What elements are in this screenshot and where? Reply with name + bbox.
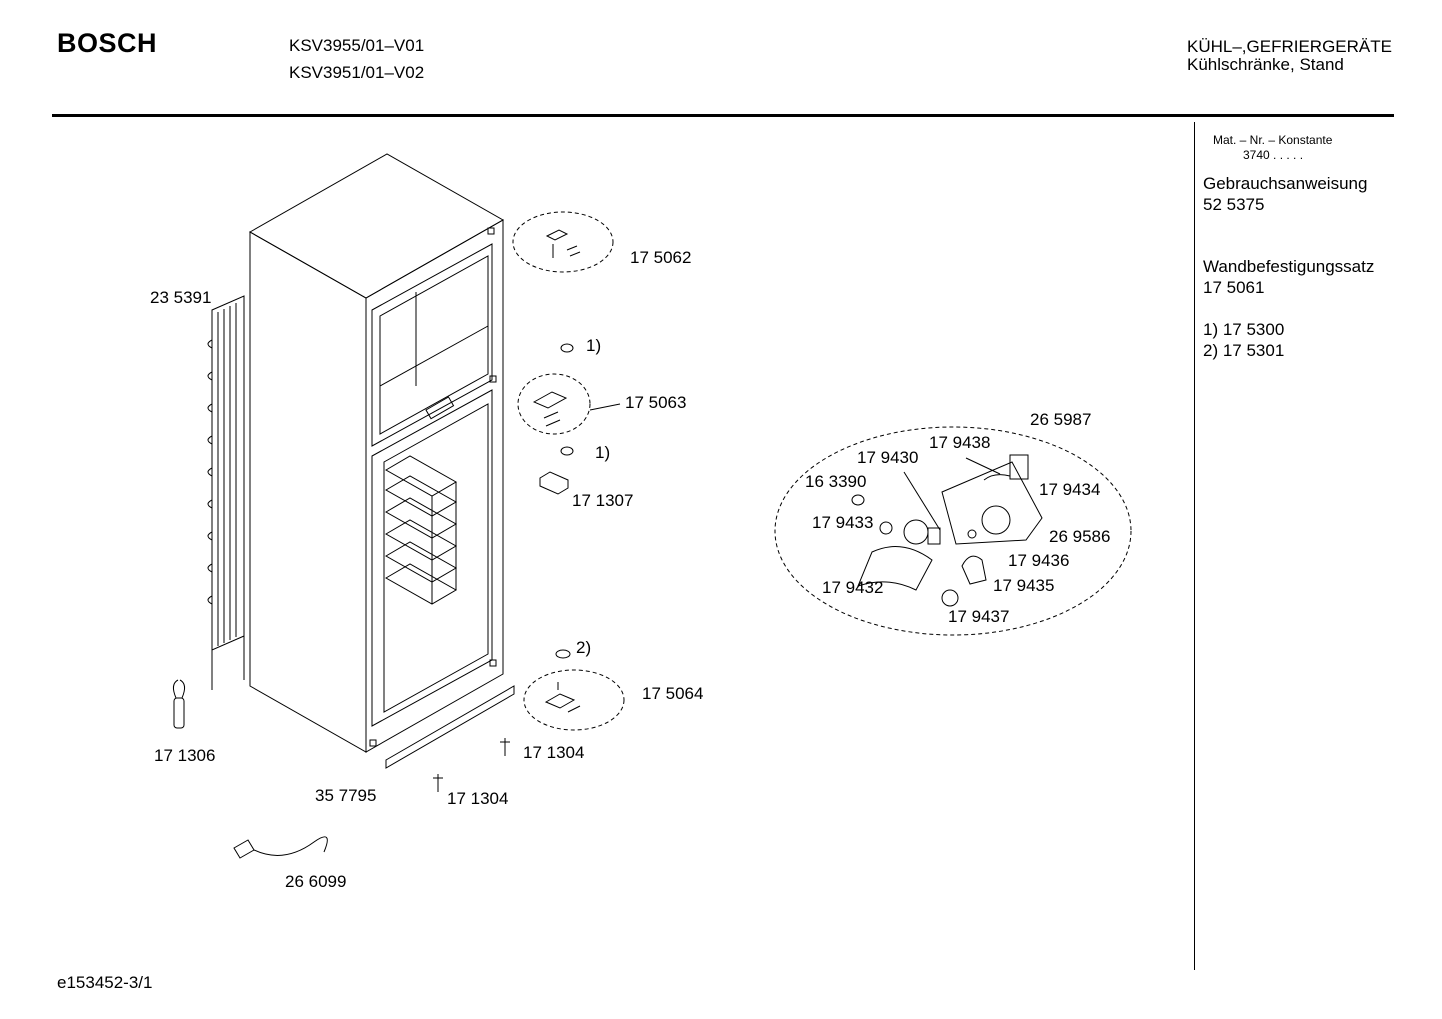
part-label: 17 9434 [1039, 480, 1101, 499]
document-id: e153452-3/1 [57, 973, 153, 992]
part-label: 17 5064 [642, 684, 704, 703]
sidebar-divider [1194, 122, 1195, 970]
footnote-1: 1) 17 5300 [1203, 320, 1285, 339]
manual-number: 52 5375 [1203, 195, 1265, 214]
kick-plate [385, 685, 515, 769]
part-label: 17 1304 [447, 789, 509, 808]
part-label: 26 5987 [1030, 410, 1092, 429]
light-assembly-parts [851, 454, 1043, 607]
footnote-2: 2) 17 5301 [1203, 341, 1285, 360]
part-label: 17 5063 [625, 393, 687, 412]
part-label: 17 9435 [993, 576, 1055, 595]
hinge-top-group [512, 211, 614, 273]
header-divider [52, 114, 1394, 117]
model-number-2: KSV3951/01–V02 [289, 63, 425, 82]
fridge-cabinet [248, 153, 505, 753]
footnote-ref: 1) [595, 443, 611, 462]
part-label: 17 1307 [572, 491, 634, 510]
part-label: 35 7795 [315, 786, 377, 805]
brand-logo: BOSCH [57, 28, 158, 58]
footnote-ref: 2) [576, 638, 592, 657]
subcategory-title: Kühlschränke, Stand [1187, 55, 1344, 74]
part-label: 17 9436 [1008, 551, 1070, 570]
mat-nr-value: 3740 . . . . . [1243, 148, 1304, 162]
drier-filter [172, 679, 186, 729]
category-title: KÜHL–,GEFRIERGERÄTE [1187, 37, 1392, 56]
condenser-coil [207, 295, 245, 690]
wall-kit-number: 17 5061 [1203, 278, 1265, 297]
hinge-middle-group [517, 373, 591, 435]
part-label: 17 1306 [154, 746, 216, 765]
part-label: 17 5062 [630, 248, 692, 267]
part-label: 17 9433 [812, 513, 874, 532]
fridge-shelves [384, 455, 458, 605]
power-cord [233, 836, 328, 859]
part-label: 17 9432 [822, 578, 884, 597]
part-label: 17 9437 [948, 607, 1010, 626]
mat-nr-label: Mat. – Nr. – Konstante [1213, 133, 1333, 147]
screw-1 [500, 738, 510, 756]
part-label: 17 9430 [857, 448, 919, 467]
cap-2 [560, 446, 574, 456]
manual-label: Gebrauchsanweisung [1203, 174, 1368, 193]
part-label: 23 5391 [150, 288, 212, 307]
footnote-ref: 1) [586, 336, 602, 355]
part-label: 26 6099 [285, 872, 347, 891]
part-label: 26 9586 [1049, 527, 1111, 546]
part-label: 17 9438 [929, 433, 991, 452]
cover-171307 [539, 471, 569, 495]
wall-kit-label: Wandbefestigungssatz [1203, 257, 1375, 276]
light-assembly-group [774, 426, 1132, 636]
cap-1 [560, 343, 574, 353]
part-label: 16 3390 [805, 472, 867, 491]
model-number-1: KSV3955/01–V01 [289, 36, 425, 55]
cap-3 [555, 649, 571, 659]
screw-2 [433, 774, 443, 792]
part-label: 17 1304 [523, 743, 585, 762]
hinge-bottom-group [523, 669, 625, 731]
